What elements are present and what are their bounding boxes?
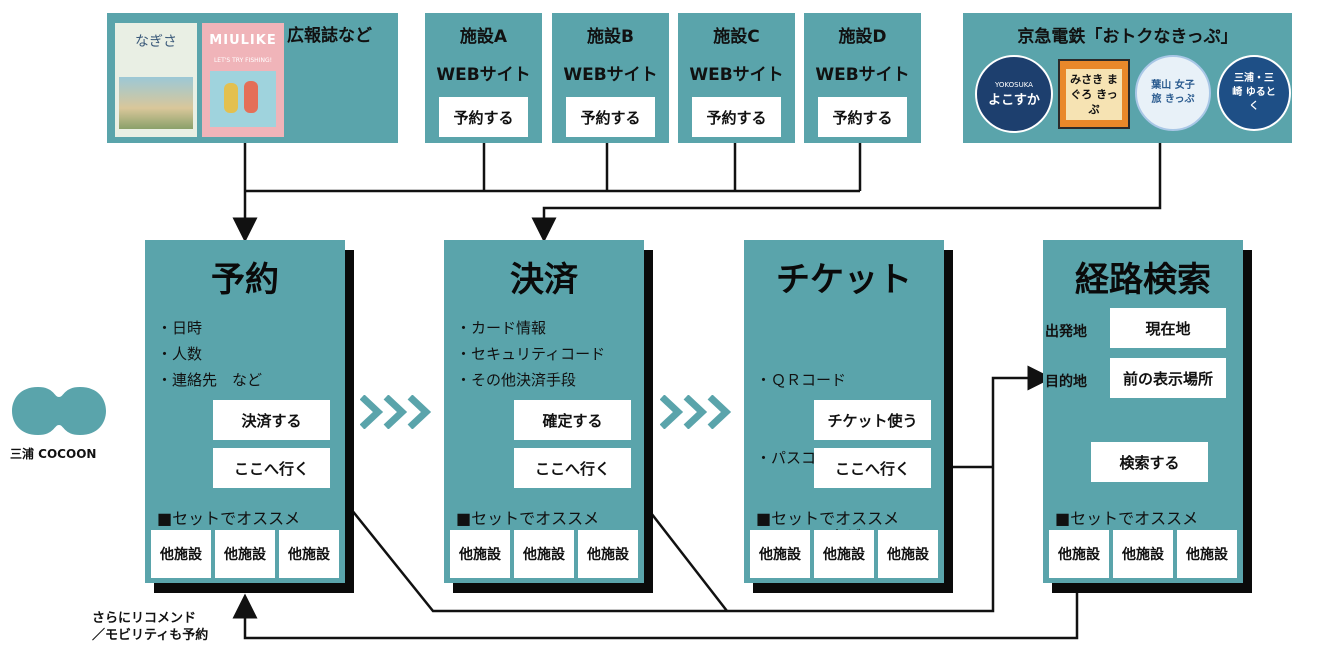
facility-b-name: 施設B xyxy=(587,27,634,47)
facility-d-name: 施設D xyxy=(838,27,887,47)
facility-c-box: 施設C WEBサイト 予約する xyxy=(678,13,795,143)
keikyu-title: 京急電鉄「おトクなきっぷ」 xyxy=(1017,27,1238,47)
payment-panel: 決済 ・カード情報 ・セキュリティコード ・その他決済手段 確定する ここへ行く… xyxy=(444,240,644,583)
ticket-misaki-maguro: みさき まぐろ きっぷ xyxy=(1058,59,1130,129)
chevron-arrows-icon xyxy=(660,395,732,429)
facility-a-reserve-button[interactable]: 予約する xyxy=(439,97,528,137)
facility-c-reserve-button[interactable]: 予約する xyxy=(692,97,781,137)
arrow-keikyu-to-payment xyxy=(531,143,1162,243)
other-facility-cell[interactable]: 他施設 xyxy=(215,530,275,578)
facility-c-name: 施設C xyxy=(713,27,760,47)
other-facility-cell[interactable]: 他施設 xyxy=(514,530,574,578)
destination-field[interactable]: 前の表示場所 xyxy=(1110,358,1226,398)
facility-a-name: 施設A xyxy=(459,27,508,47)
facility-d-reserve-button[interactable]: 予約する xyxy=(818,97,907,137)
confirm-button[interactable]: 確定する xyxy=(514,400,631,440)
ticket-yokosuka-sub: YOKOSUKA xyxy=(995,80,1033,89)
ticket-hayama-label: 葉山 女子旅 きっぷ xyxy=(1151,80,1195,105)
ticket-yurutoku: 三浦・三崎 ゆるとく xyxy=(1217,55,1291,131)
footer-note-line1: さらにリコメンド xyxy=(92,611,197,626)
arrow-recommend-back xyxy=(232,578,1079,640)
bullet-item: ・連絡先 など xyxy=(157,371,263,389)
magazine-cover-nagisa: なぎさ xyxy=(115,23,197,137)
recommend-label: ■セットでオススメ xyxy=(456,509,600,528)
magazine-nagisa-title: なぎさ xyxy=(135,34,177,50)
bullet-item: ・日時 xyxy=(157,319,203,337)
ticket-title: チケット xyxy=(776,260,912,300)
keikyu-ticket-box: 京急電鉄「おトクなきっぷ」 YOKOSUKA よこすか みさき まぐろ きっぷ … xyxy=(963,13,1292,143)
other-facility-cell[interactable]: 他施設 xyxy=(450,530,510,578)
cocoon-logo xyxy=(10,383,108,439)
reservation-panel: 予約 ・日時 ・人数 ・連絡先 など 決済する ここへ行く ■セットでオススメ … xyxy=(145,240,345,583)
ticket-yurutoku-label: 三浦・三崎 ゆるとく xyxy=(1232,73,1276,112)
magazine-cover-miulike: MIULIKE LET'S TRY FISHING! xyxy=(202,23,284,137)
bullet-item: ・人数 xyxy=(157,345,203,363)
facility-a-box: 施設A WEBサイト 予約する xyxy=(425,13,542,143)
bullet-item: ・その他決済手段 xyxy=(456,371,577,389)
footer-note: さらにリコメンド ／モビリティも予約 xyxy=(92,610,208,644)
arrow-goto-to-route xyxy=(321,365,1053,613)
cocoon-logo-label: 三浦 COCOON xyxy=(10,447,97,461)
magazine-miulike-sub: LET'S TRY FISHING! xyxy=(213,57,273,64)
other-facility-cell[interactable]: 他施設 xyxy=(279,530,339,578)
magazines-label: 広報誌など xyxy=(287,26,372,46)
other-facility-cell[interactable]: 他施設 xyxy=(814,530,874,578)
ticket-misaki-label: みさき まぐろ きっぷ xyxy=(1066,68,1122,120)
other-facility-cell[interactable]: 他施設 xyxy=(1113,530,1173,578)
recommend-label: ■セットでオススメ xyxy=(756,509,900,528)
magazine-miulike-title: MIULIKE xyxy=(209,33,277,48)
go-here-button[interactable]: ここへ行く xyxy=(213,448,330,488)
search-button[interactable]: 検索する xyxy=(1091,442,1208,482)
recommend-label: ■セットでオススメ xyxy=(157,509,301,528)
reservation-title: 予約 xyxy=(211,260,279,300)
ticket-yokosuka-label: よこすか xyxy=(988,92,1040,108)
go-here-button[interactable]: ここへ行く xyxy=(814,448,931,488)
other-facility-cell[interactable]: 他施設 xyxy=(1177,530,1237,578)
other-facility-cell[interactable]: 他施設 xyxy=(750,530,810,578)
facility-a-site: WEBサイト xyxy=(436,65,531,85)
facility-b-reserve-button[interactable]: 予約する xyxy=(566,97,655,137)
magazines-box: なぎさ MIULIKE LET'S TRY FISHING! 広報誌など xyxy=(107,13,398,143)
bullet-item: ・セキュリティコード xyxy=(456,345,606,363)
bullet-item: ・カード情報 xyxy=(456,319,547,337)
other-facility-cell[interactable]: 他施設 xyxy=(878,530,938,578)
facility-d-box: 施設D WEBサイト 予約する xyxy=(804,13,921,143)
go-here-button[interactable]: ここへ行く xyxy=(514,448,631,488)
route-search-panel: 経路検索 出発地 現在地 目的地 前の表示場所 検索する ■セットでオススメ 他… xyxy=(1043,240,1243,583)
other-facility-cell[interactable]: 他施設 xyxy=(1049,530,1109,578)
origin-field[interactable]: 現在地 xyxy=(1110,308,1226,348)
other-facility-cell[interactable]: 他施設 xyxy=(578,530,638,578)
recommend-label: ■セットでオススメ xyxy=(1055,509,1199,528)
other-facility-cell[interactable]: 他施設 xyxy=(151,530,211,578)
facility-b-box: 施設B WEBサイト 予約する xyxy=(552,13,669,143)
chevron-arrows-icon xyxy=(360,395,432,429)
use-ticket-button[interactable]: チケット使う xyxy=(814,400,931,440)
payment-bullets: ・カード情報 ・セキュリティコード ・その他決済手段 xyxy=(456,315,605,393)
footer-note-line2: ／モビリティも予約 xyxy=(92,628,209,643)
facility-b-site: WEBサイト xyxy=(563,65,658,85)
settle-button[interactable]: 決済する xyxy=(213,400,330,440)
payment-title: 決済 xyxy=(510,260,578,300)
destination-label: 目的地 xyxy=(1045,374,1087,390)
route-search-title: 経路検索 xyxy=(1075,260,1211,300)
ticket-panel: チケット ・ＱＲコード ・パスコード入力 など チケット使う ここへ行く ■セッ… xyxy=(744,240,944,583)
ticket-hayama-joshitabi: 葉山 女子旅 きっぷ xyxy=(1135,55,1211,131)
bullet-item: ・ＱＲコード xyxy=(756,371,847,389)
reservation-bullets: ・日時 ・人数 ・連絡先 など xyxy=(157,315,262,393)
facility-c-site: WEBサイト xyxy=(689,65,784,85)
origin-label: 出発地 xyxy=(1045,324,1087,340)
facility-d-site: WEBサイト xyxy=(815,65,910,85)
ticket-yokosuka: YOKOSUKA よこすか xyxy=(975,55,1053,133)
